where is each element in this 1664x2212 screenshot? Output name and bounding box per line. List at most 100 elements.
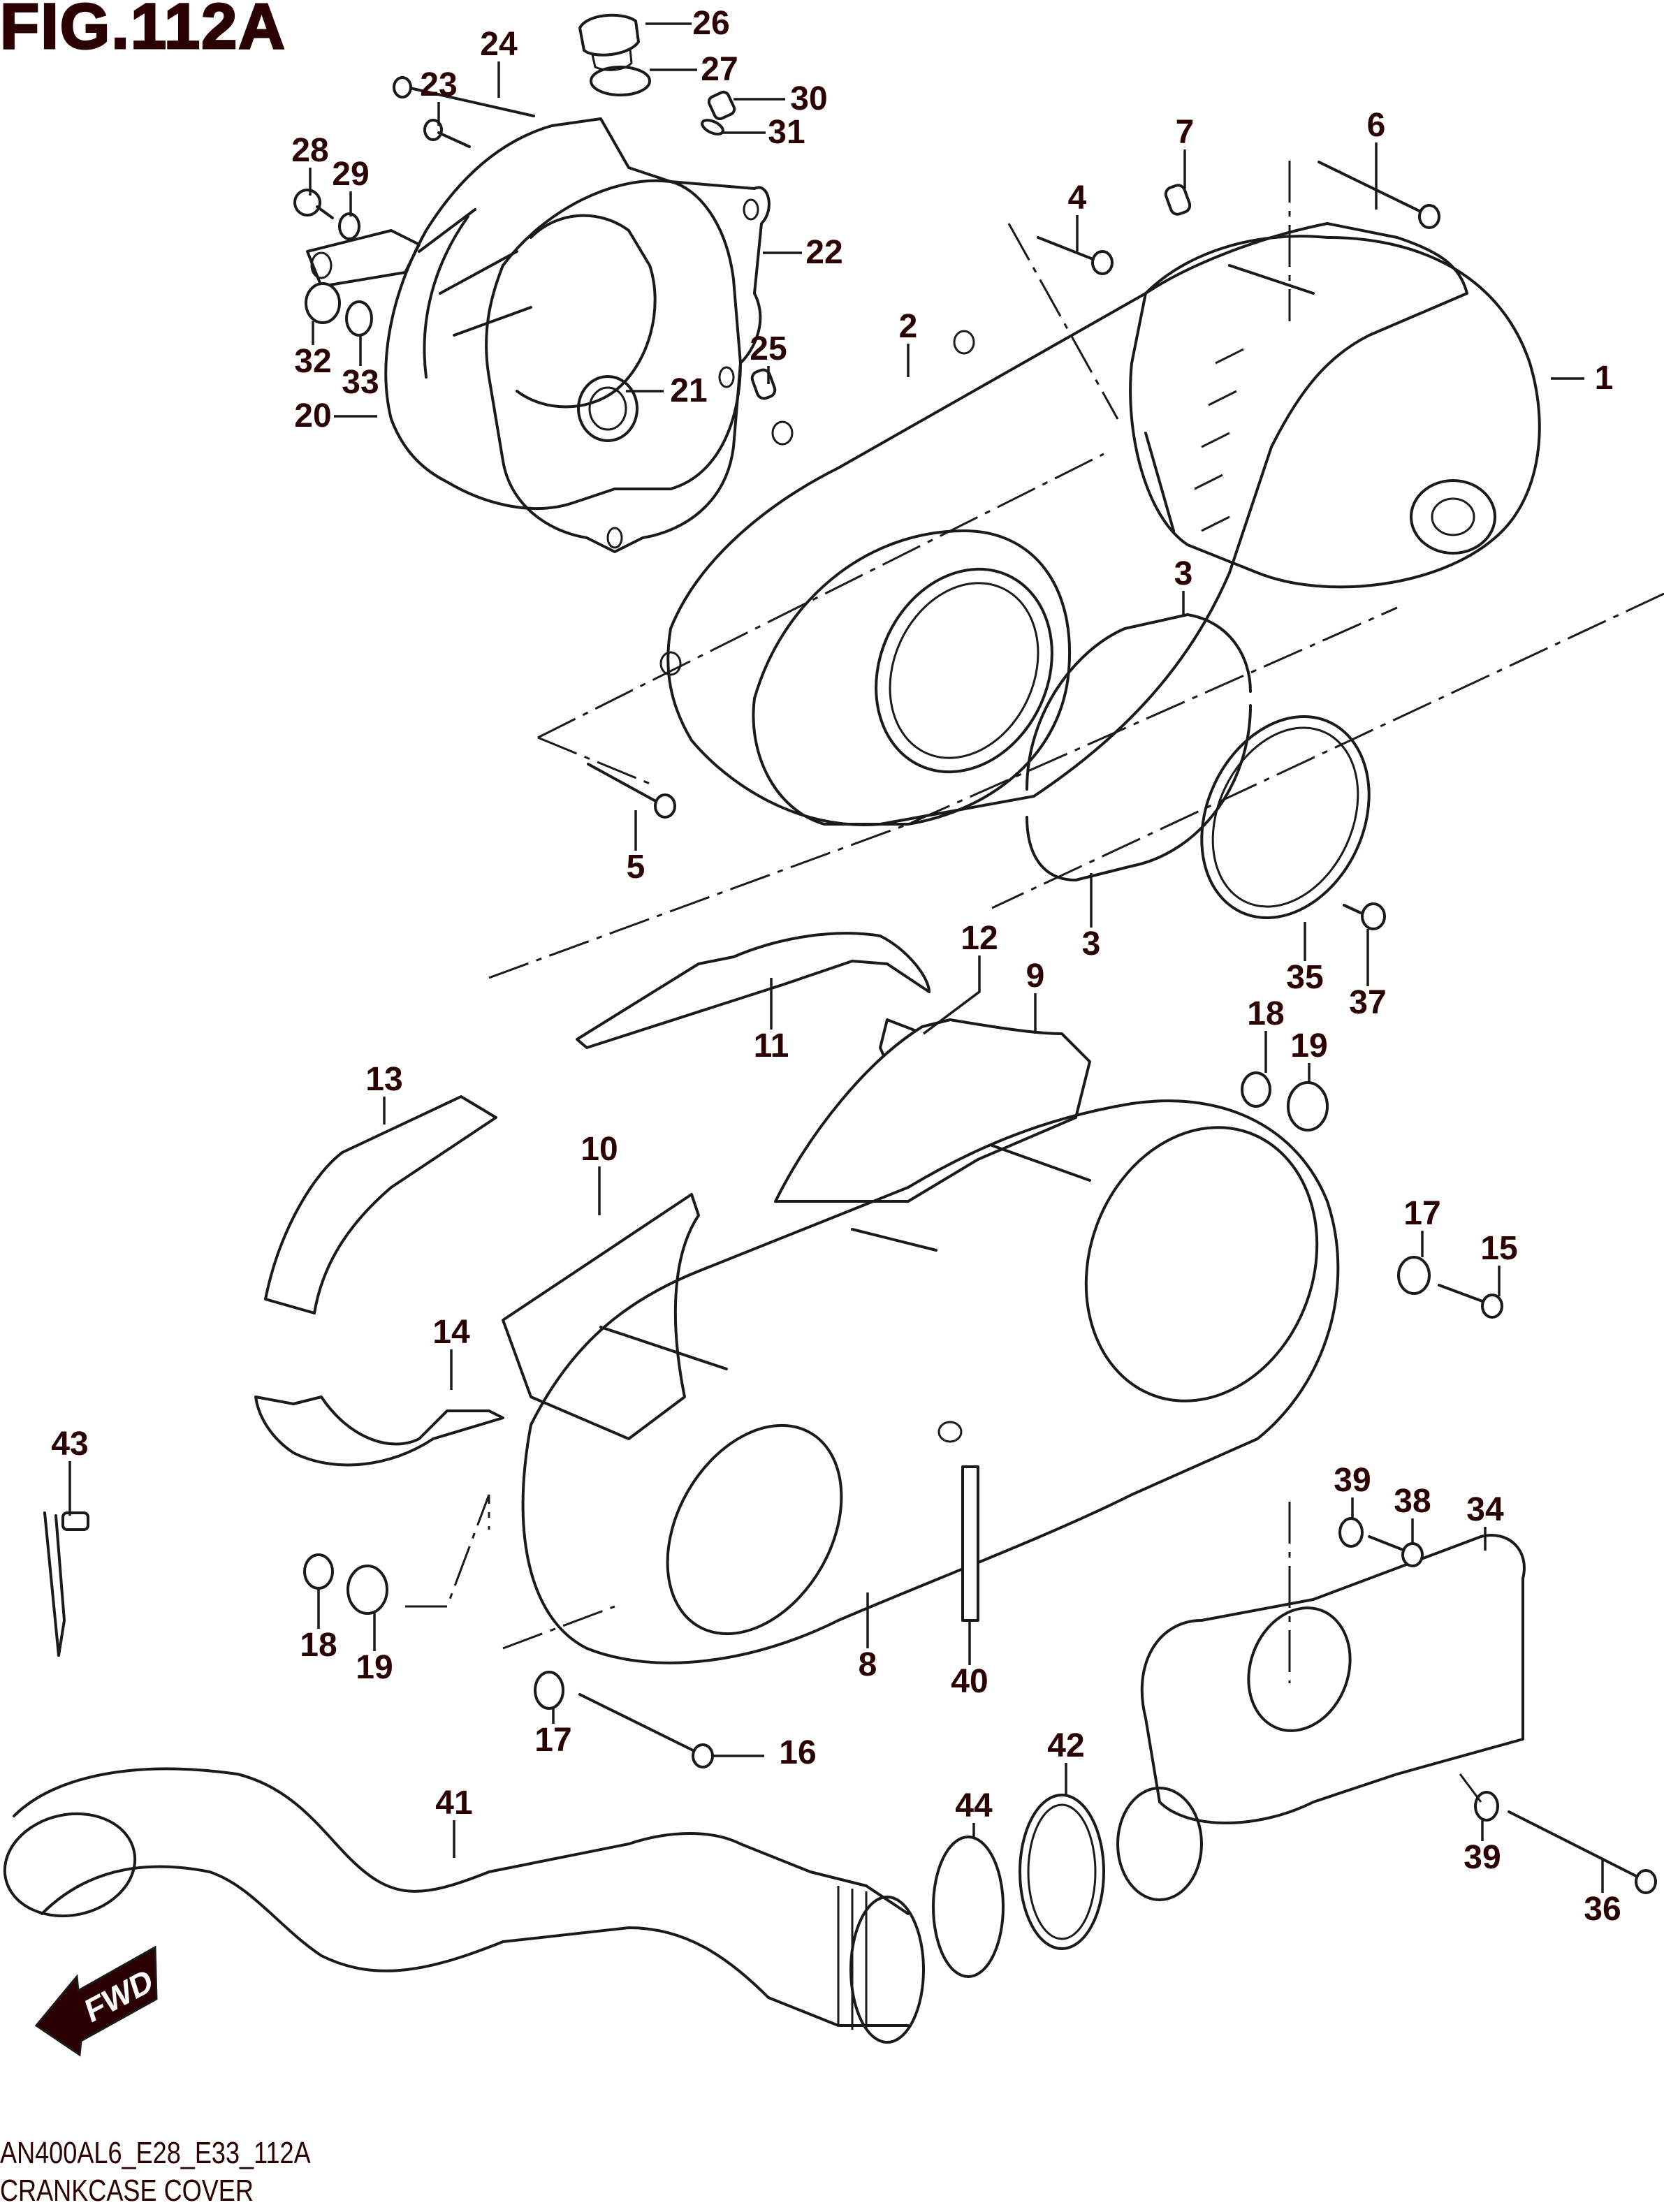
callout-2[interactable]: 2 [898, 308, 918, 345]
part-43-clip [43, 1511, 89, 1657]
part-38-bolt [1368, 1535, 1424, 1567]
callout-19-upper[interactable]: 19 [1290, 1027, 1328, 1064]
callout-38[interactable]: 38 [1394, 1483, 1431, 1520]
part-26-oil-filler-cap [578, 13, 640, 71]
callout-26[interactable]: 26 [692, 5, 730, 42]
callout-9[interactable]: 9 [1026, 958, 1045, 995]
figure-code: AN400AL6_E28_E33_112A [0, 2136, 311, 2170]
callout-33[interactable]: 33 [342, 364, 379, 401]
figure-title: FIG.112A [0, 0, 286, 64]
part-19-bushing-lower [346, 1565, 388, 1615]
part-25-dowel-pin [750, 368, 777, 400]
callout-27[interactable]: 27 [701, 51, 738, 88]
part-41-intake-hose [3, 1767, 925, 2044]
part-31-o-ring [701, 119, 724, 135]
callout-34[interactable]: 34 [1466, 1491, 1504, 1528]
part-11-insulator [576, 932, 930, 1049]
callout-4[interactable]: 4 [1067, 180, 1087, 217]
part-37-screw [1343, 902, 1386, 930]
part-33-washer [345, 300, 373, 337]
callout-16[interactable]: 16 [779, 1734, 817, 1771]
callout-23[interactable]: 23 [420, 66, 458, 103]
callout-28[interactable]: 28 [291, 132, 329, 169]
part-18-grommet-lower [303, 1553, 334, 1590]
callout-3-lower[interactable]: 3 [1081, 925, 1101, 962]
part-30-plug [707, 90, 736, 121]
callout-41[interactable]: 41 [435, 1785, 473, 1822]
assembly-line [405, 1494, 1482, 1803]
part-39-washer-lower [1474, 1791, 1499, 1822]
callout-29[interactable]: 29 [332, 156, 370, 193]
callout-39-lower[interactable]: 39 [1464, 1839, 1501, 1876]
part-17-washer-upper [1397, 1256, 1431, 1295]
part-34-air-duct [1116, 1534, 1526, 1901]
callout-43[interactable]: 43 [51, 1426, 89, 1463]
part-3-seal [1026, 613, 1252, 881]
callout-32[interactable]: 32 [294, 343, 332, 380]
part-40-seal-strip [961, 1465, 979, 1622]
callout-7[interactable]: 7 [1175, 114, 1195, 151]
part-35-cover-plate [1200, 715, 1371, 919]
part-10-insulator [502, 1193, 700, 1440]
part-2-gasket [659, 222, 1468, 826]
callout-22[interactable]: 22 [805, 234, 843, 271]
callout-17-lower[interactable]: 17 [534, 1722, 572, 1759]
callout-14[interactable]: 14 [432, 1314, 470, 1351]
part-1-cover-left-lobe [752, 529, 1072, 826]
callout-20[interactable]: 20 [294, 397, 332, 434]
part-18-grommet-upper [1241, 1071, 1271, 1108]
part-27-o-ring [590, 66, 651, 96]
figure-name: CRANKCASE COVER [0, 2174, 254, 2208]
part-5-bolt [587, 763, 676, 819]
callout-25[interactable]: 25 [750, 330, 787, 367]
part-29-washer [338, 212, 360, 240]
callout-18-lower[interactable]: 18 [300, 1627, 337, 1664]
callout-24[interactable]: 24 [480, 26, 518, 63]
callout-31[interactable]: 31 [768, 114, 805, 151]
callout-37[interactable]: 37 [1349, 984, 1387, 1021]
part-24-bolt [393, 76, 535, 117]
part-16-bolt [578, 1693, 714, 1768]
callout-39-upper[interactable]: 39 [1334, 1462, 1371, 1499]
part-22-gasket [485, 179, 771, 553]
part-20-crankcase-cover-left [306, 117, 742, 511]
part-14-insulator [254, 1396, 504, 1467]
callout-18-upper[interactable]: 18 [1247, 995, 1285, 1032]
callout-1[interactable]: 1 [1594, 360, 1614, 397]
callout-42[interactable]: 42 [1047, 1727, 1085, 1764]
part-36-bolt [1508, 1810, 1657, 1894]
callout-3-upper[interactable]: 3 [1174, 555, 1193, 592]
part-13-insulator [264, 1095, 497, 1314]
fwd-direction-arrow-icon [34, 1945, 158, 2057]
callout-5[interactable]: 5 [626, 849, 645, 886]
callout-21[interactable]: 21 [670, 372, 708, 409]
part-9-insulator [774, 1018, 1091, 1203]
callout-35[interactable]: 35 [1286, 959, 1324, 996]
part-44-spring-clip [932, 1836, 1005, 1978]
callout-36[interactable]: 36 [1584, 1891, 1621, 1928]
part-4-bolt [1037, 236, 1114, 275]
part-23-bolt [423, 119, 471, 148]
part-17-washer-lower [534, 1671, 564, 1710]
part-39-washer-upper [1338, 1517, 1364, 1548]
callout-11[interactable]: 11 [753, 1027, 789, 1064]
part-42-clamp [1019, 1794, 1105, 1950]
part-8-outer-cover [521, 1099, 1340, 1664]
callout-30[interactable]: 30 [790, 80, 828, 117]
callout-13[interactable]: 13 [365, 1061, 403, 1098]
part-7-dowel-pin [1164, 184, 1192, 216]
callout-6[interactable]: 6 [1366, 107, 1386, 144]
assembly-line [488, 453, 1664, 979]
callout-10[interactable]: 10 [581, 1131, 618, 1168]
callout-17-upper[interactable]: 17 [1403, 1195, 1441, 1232]
part-1-transmission-cover [1129, 235, 1541, 589]
callout-44[interactable]: 44 [955, 1787, 993, 1824]
callout-12[interactable]: 12 [961, 920, 998, 957]
callout-40[interactable]: 40 [951, 1663, 988, 1700]
callout-15[interactable]: 15 [1480, 1230, 1518, 1267]
part-6-bolt [1318, 161, 1440, 229]
callout-19-lower[interactable]: 19 [356, 1649, 393, 1686]
callout-8[interactable]: 8 [858, 1646, 877, 1683]
